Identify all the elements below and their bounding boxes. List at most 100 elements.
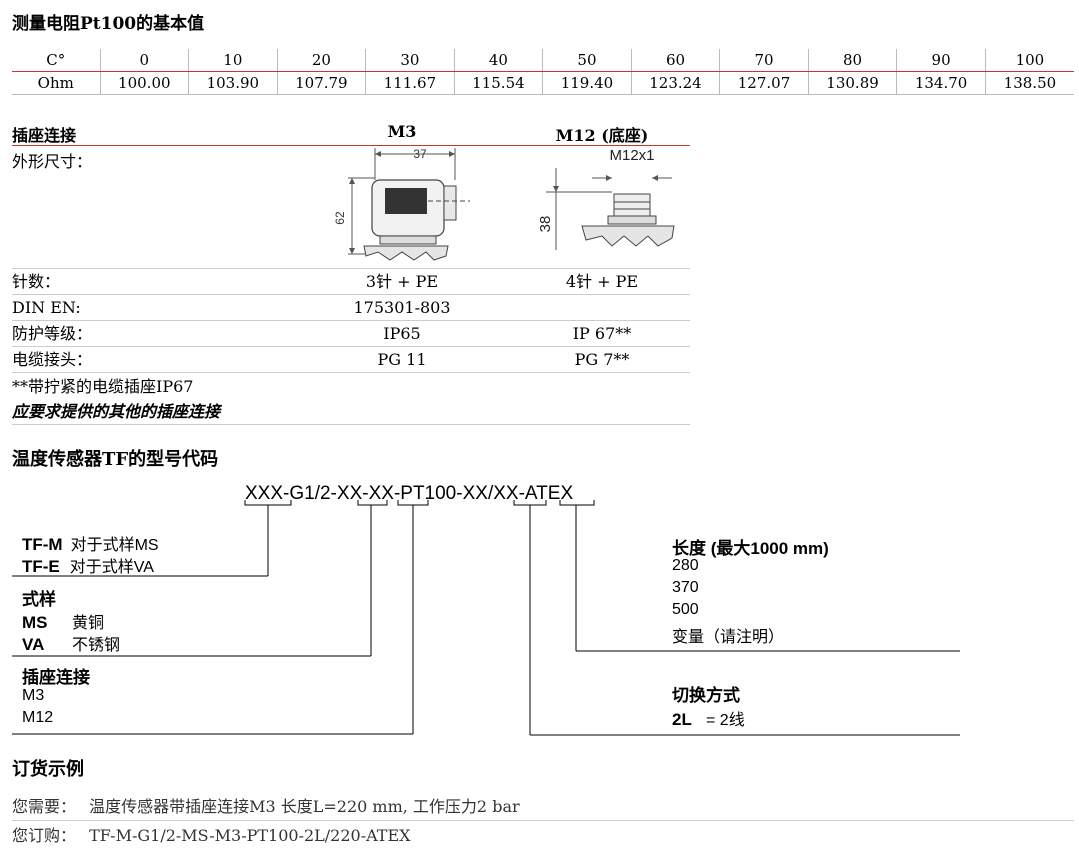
outline-row: 外形尺寸： 37 62 M12x1 38 [12,146,690,269]
conn-title: 插座连接 [22,668,90,687]
type-code: TF-M [22,535,63,554]
switch-desc: = 2线 [706,712,745,729]
ohm-cell: 107.79 [276,71,366,95]
ohm-cell: 138.50 [984,71,1074,95]
code-part-switch: XX [462,483,488,504]
ohm-cell: 119.40 [542,71,632,95]
m3-value: 3针 + PE [365,272,439,291]
m12-value: 4针 + PE [565,272,639,291]
length-title: 长度 (最大1000 mm) [672,539,829,558]
code-part-connector: XX [368,483,394,504]
temp-cell: 90 [896,49,986,72]
temp-cell: 10 [188,49,278,72]
row-label: DIN EN: [12,298,81,317]
col-m3: M3 [387,122,417,141]
temp-cell: 40 [453,49,543,72]
need-label: 您需要： [12,797,77,816]
temp-cell: 70 [719,49,809,72]
ohm-cell: 111.67 [365,71,455,95]
code-sep: -ATEX [518,483,574,504]
resistance-table: C° 0 10 20 30 40 50 60 70 80 90 100 Ohm … [12,49,1074,95]
m12-value: IP 67** [572,324,632,343]
temp-cell: 0 [99,49,189,72]
order-title: 订货示例 [12,759,84,780]
length-option: 280 [672,557,699,574]
type-desc: 对于式样MS [70,537,159,554]
connector-row-cable: 电缆接头： PG 11 PG 7** [12,347,690,373]
connector-options: 插座连接 M3 M12 [22,663,90,731]
order-order-row: 您订购： TF-M-G1/2-MS-M3-PT100-2L/220-ATEX [12,823,1074,849]
temp-cell: 60 [630,49,720,72]
style-options: 式样 MS 黄铜 VA 不锈钢 [22,585,121,654]
switch-code: 2L [672,710,692,729]
code-sep: - [362,483,369,504]
type-options: TF-M 对于式样MS TF-E 对于式样VA [22,531,159,576]
table-row-temps: C° 0 10 20 30 40 50 60 70 80 90 100 [12,49,1074,72]
switch-title: 切换方式 [672,686,740,705]
connector-row-protection: 防护等级： IP65 IP 67** [12,321,690,347]
connector-header: 插座连接 M3 M12 (底座) [12,120,690,146]
table-row-ohms: Ohm 100.00 103.90 107.79 111.67 115.54 1… [12,71,1074,95]
resistance-title: 测量电阻Pt100的基本值 [12,14,205,34]
length-option: 370 [672,579,699,596]
row-label: 防护等级： [12,324,93,343]
temp-cell: 50 [542,49,632,72]
m3-connector-drawing: 37 62 [333,147,470,261]
order-text: TF-M-G1/2-MS-M3-PT100-2L/220-ATEX [89,826,411,845]
style-code: MS [22,613,48,632]
order-need-row: 您需要： 温度传感器带插座连接M3 长度L=220 mm, 工作压力2 bar [12,794,1074,821]
switch-options: 切换方式 2L = 2线 [672,681,745,729]
header-label: C° [12,49,101,72]
m12-thread-label: M12x1 [609,147,654,164]
code-part-length: XX [493,483,519,504]
m3-width-label: 37 [413,147,427,161]
code-part-type: XXX [245,483,284,504]
temp-cell: 80 [807,49,897,72]
type-desc: 对于式样VA [69,559,154,576]
m3-value: IP65 [383,324,421,343]
ohm-cell: 103.90 [188,71,278,95]
conn-option: M12 [22,709,54,726]
code-sep: -G1/2- [283,483,337,504]
m12-connector-drawing: M12x1 38 [537,147,675,250]
length-option: 500 [672,601,699,618]
style-desc: 黄铜 [72,615,105,632]
ohm-cell: 115.54 [453,71,543,95]
temp-cell: 100 [984,49,1074,72]
style-code: VA [22,635,45,654]
m3-height-label: 62 [333,211,347,225]
m3-value: PG 11 [377,350,427,369]
row-label: 电缆接头： [12,350,93,369]
connector-title: 插座连接 [12,126,77,145]
m12-value: PG 7** [574,350,630,369]
note: **带拧紧的电缆插座IP67 [12,377,194,396]
code-sep: -PT100- [393,483,463,504]
length-options: 长度 (最大1000 mm) 280 370 500 变量（请注明） [672,534,829,646]
ohm-cell: 100.00 [99,71,189,95]
row-label: 针数： [12,272,61,291]
type-code: TF-E [22,557,60,576]
m12-height-label: 38 [537,216,554,233]
style-title: 式样 [22,590,56,609]
ohm-cell: 123.24 [630,71,720,95]
connector-row-din: DIN EN: 175301-803 [12,295,690,321]
ohm-cell: 134.70 [896,71,986,95]
ohm-cell: 130.89 [807,71,897,95]
length-variable: 变量（请注明） [672,629,785,646]
note-other: 应要求提供的其他的插座连接 [12,402,221,421]
conn-option: M3 [22,687,45,704]
connector-row-pins: 针数： 3针 + PE 4针 + PE [12,269,690,295]
need-text: 温度传感器带插座连接M3 长度L=220 mm, 工作压力2 bar [89,797,520,816]
m3-value: 175301-803 [353,298,451,317]
model-title: 温度传感器TF的型号代码 [12,449,219,470]
code-sep: / [487,483,494,504]
order-label: 您订购： [12,826,77,845]
col-m12: M12 (底座) [555,126,649,145]
row-label: Ohm [12,71,101,95]
temp-cell: 30 [365,49,455,72]
code-part-style: XX [336,483,363,504]
style-desc: 不锈钢 [72,637,121,654]
ohm-cell: 127.07 [719,71,809,95]
model-code: XXX-G1/2-XX-XX-PT100-XX/XX-ATEX [245,483,573,505]
